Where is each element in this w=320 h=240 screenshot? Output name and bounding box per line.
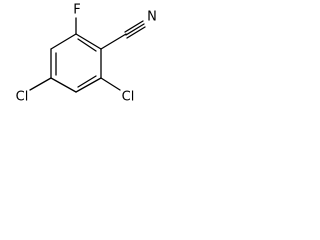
bond-to-nitrile-carbon [100,33,127,50]
nitrile-triple-bond-c [126,26,146,39]
chlorine-right-atom-label: Cl [122,90,135,105]
ring-bond-c3-c4 [50,77,77,93]
ring-bond-c6-c1 [75,33,102,50]
ring-double-bond-inner-top [77,38,97,52]
chlorine-left-atom-label: Cl [16,90,29,105]
nitrile-triple-bond-a [124,20,144,33]
ring-bond-c4-c5 [75,77,102,93]
ring-bond-c1-c2 [50,33,77,50]
bond-to-chlorine-right [100,77,121,91]
chemical-structure-diagram: F N Cl Cl [16,3,157,105]
nitrogen-atom-label: N [147,10,157,25]
nitrile-triple-bond-b [125,23,145,36]
fluorine-atom-label: F [73,3,80,18]
bond-to-chlorine-left [29,77,52,91]
ring-double-bond-inner-bottom [77,75,97,88]
